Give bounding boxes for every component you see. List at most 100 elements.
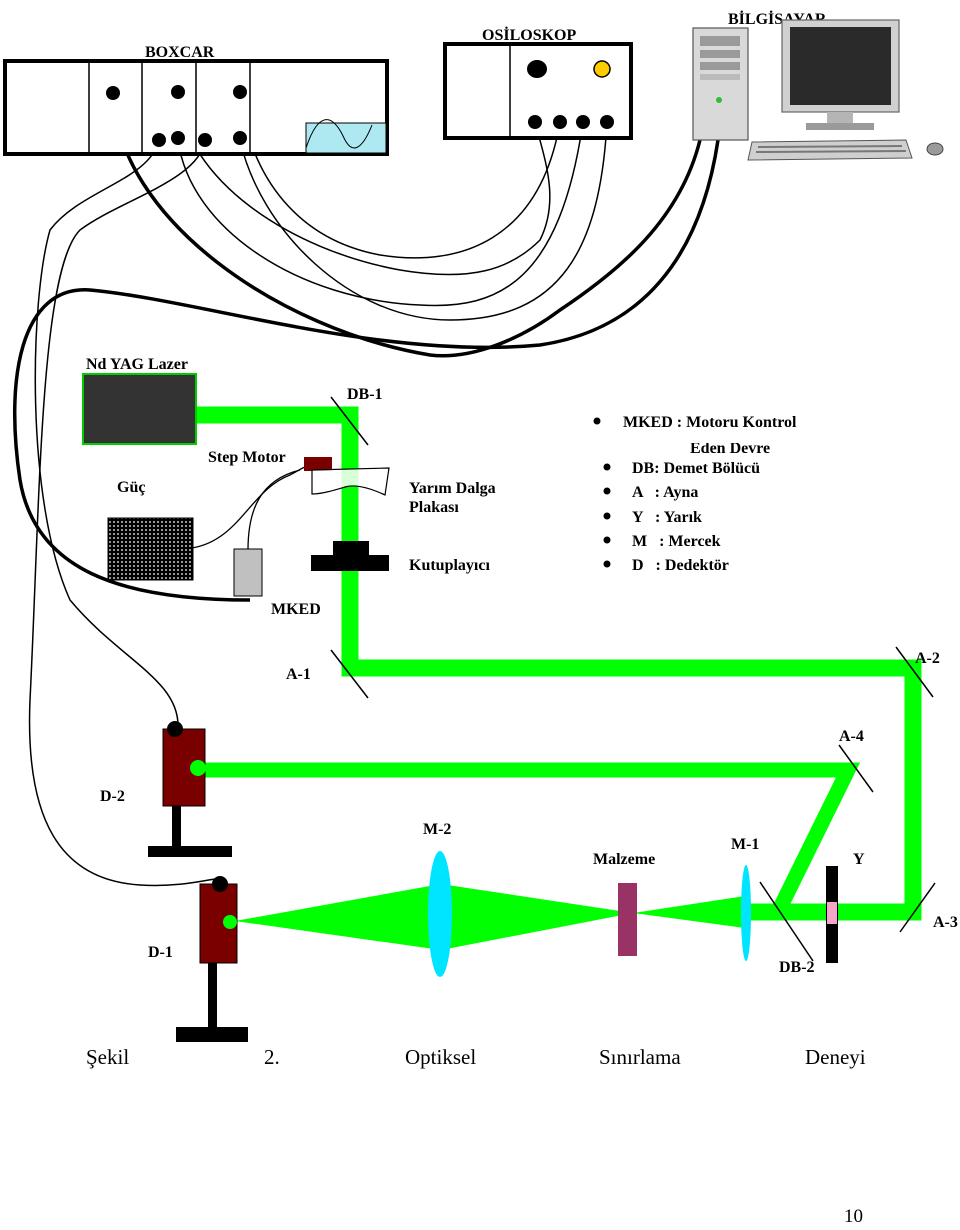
half-wave-plate: [311, 467, 390, 496]
a2-label: A-2: [915, 650, 940, 667]
monitor-neck: [827, 112, 853, 124]
d1-post: [208, 963, 217, 1033]
step-motor-label: Step Motor: [208, 449, 286, 466]
lens-m1: [741, 865, 751, 961]
keyboard-icon: [747, 139, 913, 161]
cable-mked-motor: [247, 469, 301, 551]
a1-label: A-1: [286, 666, 311, 683]
legend-item-a: A : Ayna: [632, 484, 698, 501]
tower-drive-bay: [700, 74, 740, 80]
monitor-stand: [806, 123, 874, 130]
mirror-a2: [895, 646, 934, 698]
lens-m2: [428, 851, 452, 977]
step-motor: [304, 457, 332, 471]
boxcar-connector: [233, 131, 247, 145]
legend-item-mked: MKED : Motoru Kontrol: [623, 414, 797, 431]
beam-to-a4: [200, 762, 861, 912]
legend-item-mked-cont: Eden Devre: [690, 440, 770, 457]
mked-label: MKED: [271, 601, 321, 618]
legend-item-m: M : Mercek: [632, 533, 721, 550]
legend-bullet: [593, 417, 601, 425]
oscilloscope-knob: [527, 60, 547, 78]
keyboard-keys: [755, 150, 907, 153]
nd-yag-laser: [82, 373, 197, 445]
boxcar: BOXCAR: [3, 44, 389, 156]
legend-bullet: [603, 463, 611, 471]
d1-label: D-1: [148, 944, 173, 961]
cable-boxcar-2: [177, 92, 551, 276]
d2-label: D-2: [100, 788, 125, 805]
half-wave-label-2: Plakası: [409, 499, 459, 516]
cable-boxcar-5: [239, 92, 561, 259]
cable-computer-thick: [12, 139, 720, 602]
a3-label: A-3: [933, 914, 958, 931]
polarizer: [311, 541, 389, 571]
sample-label: Malzeme: [593, 851, 655, 868]
detector-d2: [148, 721, 232, 857]
tower-power-led: [716, 97, 722, 103]
caption-word-1: Optiksel: [405, 1045, 477, 1069]
mirror-a3: [899, 882, 936, 933]
db2-label: DB-2: [779, 959, 815, 976]
boxcar-screen: [305, 122, 387, 154]
caption-word-3: Deneyi: [805, 1045, 866, 1069]
boxcar-connector: [171, 131, 185, 145]
oscilloscope: OSİLOSKOP: [443, 25, 633, 140]
boxcar-connector: [233, 85, 247, 99]
oscilloscope-connector: [576, 115, 590, 129]
db2-splitter: [759, 881, 814, 962]
db1-splitter: [330, 396, 369, 446]
caption-word-2: Sınırlama: [599, 1045, 681, 1069]
beam-m2-to-sample: [441, 884, 633, 950]
cable-boxcar-4: [28, 139, 221, 887]
legend-item-db: DB: Demet Bölücü: [632, 460, 760, 477]
boxcar-connector: [198, 133, 212, 147]
cable-boxcar-1: [34, 139, 179, 729]
page-number: 10: [844, 1206, 863, 1227]
sample: [618, 883, 637, 956]
a4-label: A-4: [839, 728, 864, 745]
boxcar-label: BOXCAR: [145, 44, 215, 61]
slit-label: Y: [853, 851, 865, 868]
polarizer-top: [333, 541, 369, 555]
legend-item-d: D : Dedektör: [632, 557, 729, 574]
oscilloscope-connector: [553, 115, 567, 129]
cable-boxcar-6: [239, 121, 608, 321]
laser-beam: [195, 406, 922, 950]
legend-bullet: [603, 536, 611, 544]
mouse-icon: [926, 142, 944, 156]
m2-label: M-2: [423, 821, 451, 838]
legend-bullet: [603, 487, 611, 495]
boxcar-connector: [152, 133, 166, 147]
boxcar-connector: [106, 86, 120, 100]
mirror-a4: [838, 744, 874, 793]
tower-drive-bay: [700, 50, 740, 58]
d2-connector: [167, 721, 183, 737]
legend: MKED : Motoru Kontrol Eden Devre DB: Dem…: [593, 414, 797, 574]
cable-boxcar-3: [177, 121, 584, 307]
boxcar-waveform: [305, 119, 373, 149]
power-label: Güç: [117, 479, 145, 496]
cables: [12, 92, 720, 887]
d1-connector: [212, 876, 228, 892]
computer-tower-icon: [692, 27, 749, 141]
half-wave-label-1: Yarım Dalga: [409, 480, 496, 497]
boxcar-connector: [171, 85, 185, 99]
mirror-a1: [330, 649, 369, 699]
slit: [826, 866, 838, 963]
tower-drive-bay: [700, 62, 740, 70]
d1-base: [176, 1027, 248, 1042]
tower-drive-bay: [700, 36, 740, 46]
beam-m2-to-d1: [235, 884, 441, 950]
legend-item-y: Y : Yarık: [632, 509, 702, 526]
monitor-screen: [790, 27, 891, 105]
legend-bullet: [603, 560, 611, 568]
oscilloscope-label: OSİLOSKOP: [482, 25, 576, 44]
power-supply: [107, 517, 194, 581]
keyboard-keys: [757, 145, 903, 148]
caption-sekil: Şekil: [86, 1045, 130, 1069]
d1-aperture: [223, 915, 237, 929]
oscilloscope-knob-yellow: [593, 60, 611, 78]
cable-boxcar-thick: [111, 92, 702, 358]
